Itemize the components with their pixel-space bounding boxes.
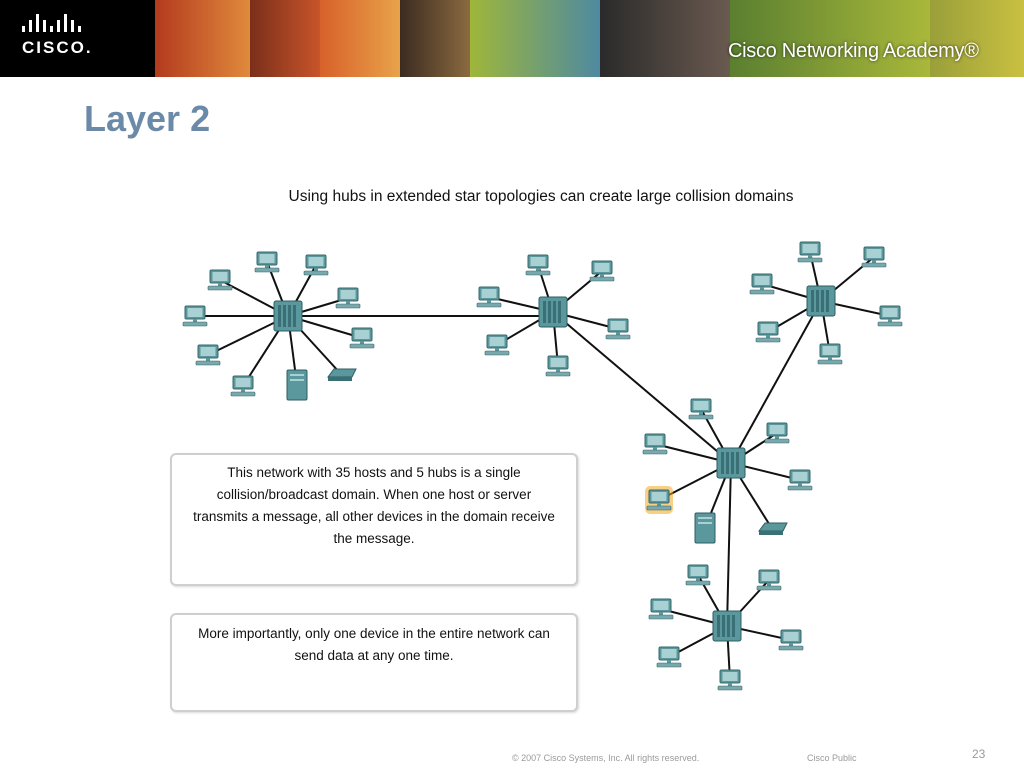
host-pc-icon [349,327,375,349]
host-pc-icon [182,305,208,327]
collision-domain-note-text: This network with 35 hosts and 5 hubs is… [193,465,555,546]
cisco-bridge-icon [22,14,81,32]
host-pc-icon [749,273,775,295]
host-pc-icon [755,321,781,343]
hub-device [538,296,568,328]
host-pc-icon [335,287,361,309]
server-icon [694,512,716,544]
banner-photo-6 [600,0,730,77]
host-pc-icon [476,286,502,308]
network-diagram: Using hubs in extended star topologies c… [182,188,903,691]
banner-photo-5 [470,0,600,77]
banner-photo-2 [250,0,320,77]
cisco-logo: CISCO. [0,0,155,77]
host-pc-icon [685,564,711,586]
host-pc-icon [656,646,682,668]
host-pc-icon [797,241,823,263]
cisco-logo-text: CISCO. [22,38,93,57]
header-banner: CISCO. Cisco Networking Academy® [0,0,1024,77]
host-pc-icon [642,433,668,455]
host-pc-icon [778,629,804,651]
banner-photo-3 [320,0,400,77]
academy-title: Cisco Networking Academy® [728,40,979,62]
host-pc-icon [688,398,714,420]
host-pc-icon [545,355,571,377]
collision-domain-note: This network with 35 hosts and 5 hubs is… [170,453,578,586]
printer-icon [758,522,788,536]
sending-host-pc-icon [646,489,672,511]
host-pc-icon [254,251,280,273]
host-pc-icon [230,375,256,397]
host-pc-icon [525,254,551,276]
host-pc-icon [195,344,221,366]
footer-copyright: © 2007 Cisco Systems, Inc. All rights re… [512,753,700,763]
hub-device [273,300,303,332]
host-pc-icon [303,254,329,276]
hub-device [712,610,742,642]
host-pc-icon [817,343,843,365]
host-pc-icon [787,469,813,491]
single-sender-note-text: More importantly, only one device in the… [198,626,550,663]
host-pc-icon [861,246,887,268]
hub-device [806,285,836,317]
banner-photo-8 [930,0,1024,77]
host-pc-icon [764,422,790,444]
server-icon [286,369,308,401]
host-pc-icon [717,669,743,691]
slide-title: Layer 2 [84,98,211,139]
host-pc-icon [605,318,631,340]
host-pc-icon [207,269,233,291]
host-pc-icon [877,305,903,327]
host-pc-icon [484,334,510,356]
banner-photo-7 [730,0,930,77]
host-pc-icon [648,598,674,620]
host-pc-icon [756,569,782,591]
banner-photo-1 [155,0,250,77]
page-number: 23 [972,747,986,761]
banner-photo-4 [400,0,470,77]
single-sender-note: More importantly, only one device in the… [170,613,578,712]
hub-device [716,447,746,479]
hub-backbone-links [288,300,822,627]
printer-icon [327,368,357,382]
diagram-caption: Using hubs in extended star topologies c… [289,188,794,205]
host-pc-icon [589,260,615,282]
footer-classification: Cisco Public [807,753,857,763]
